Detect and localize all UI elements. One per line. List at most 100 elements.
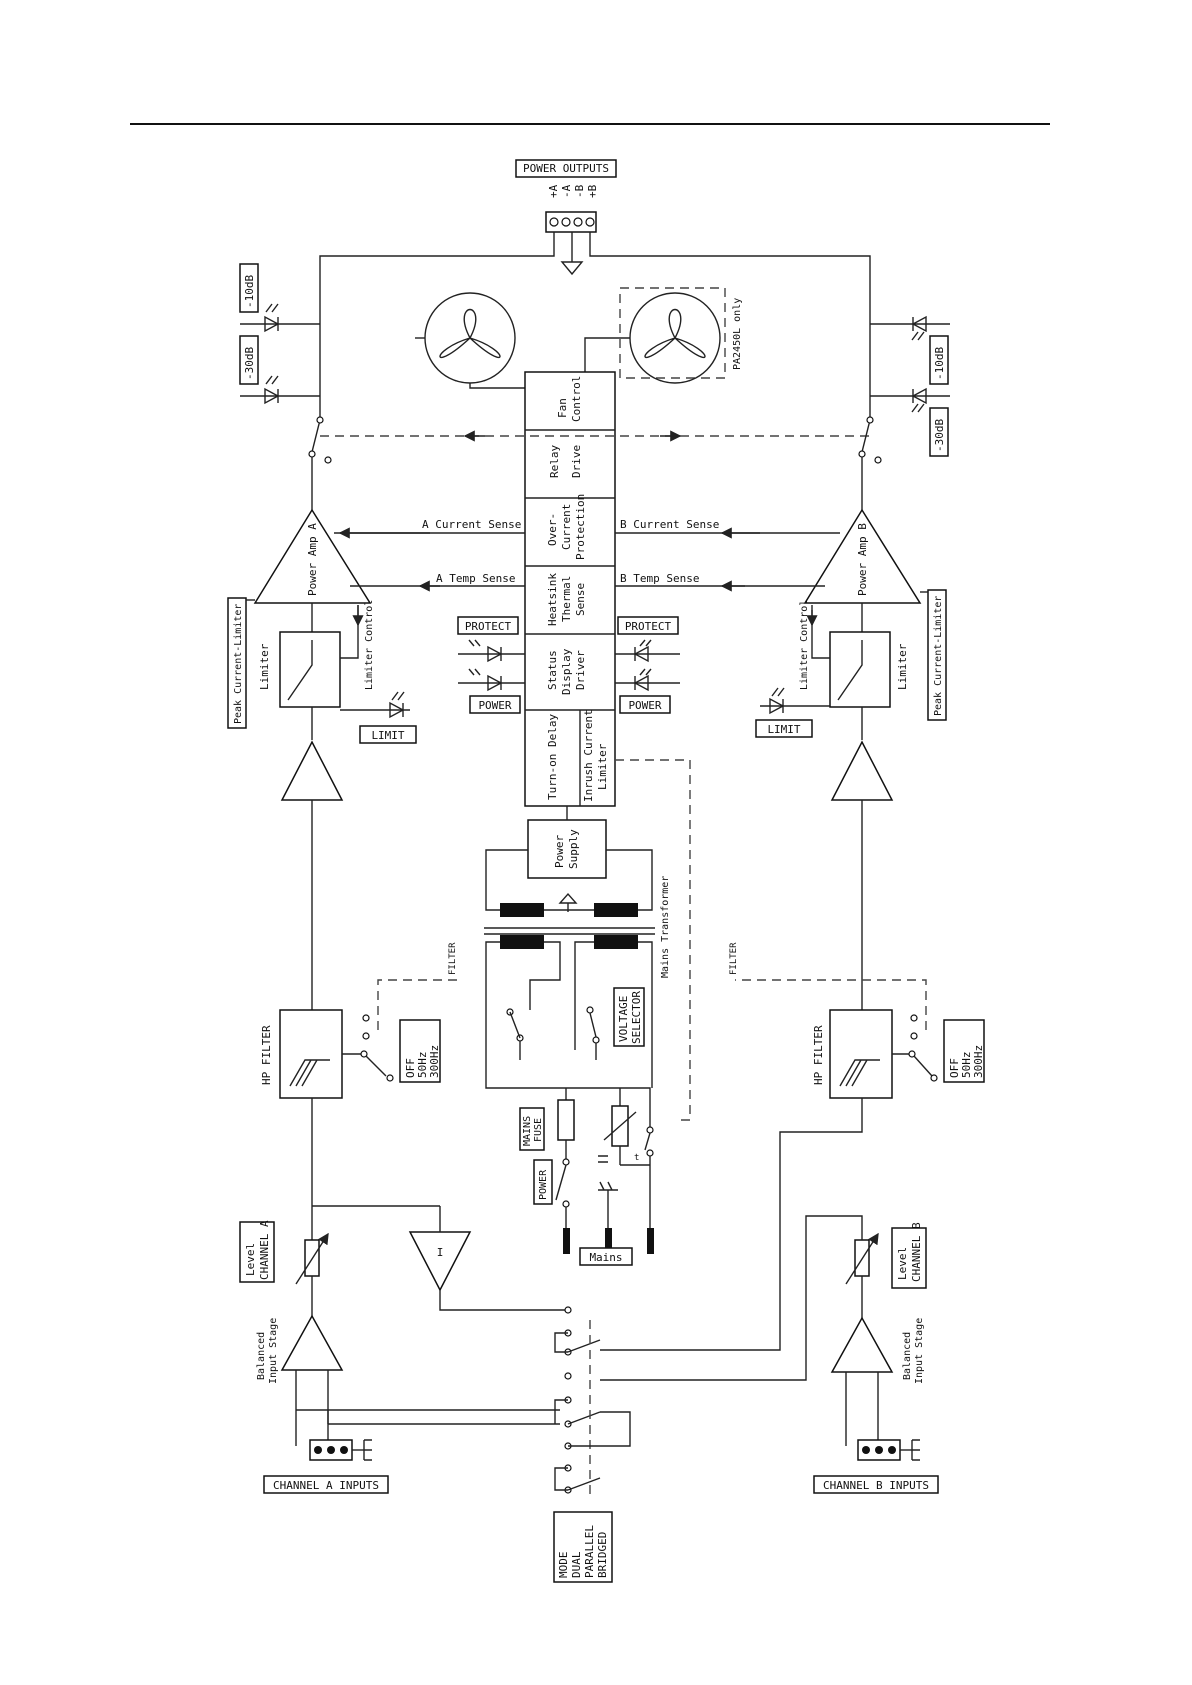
- earth-symbol-icon: [598, 1181, 618, 1206]
- inverter: I: [408, 1206, 565, 1311]
- power-amp-a: Power Amp A A Current Sense A Temp Sense…: [227, 508, 525, 729]
- channel-b-chain: HP FILTER OFF 50Hz 300Hz FILTER Level CH…: [600, 740, 985, 1494]
- filter-b-300hz-label: 300Hz: [972, 1045, 985, 1078]
- power-supply-label-2: Supply: [567, 829, 580, 869]
- filter-a-off-label: OFF: [404, 1058, 417, 1078]
- led-a-30db-icon: [264, 387, 280, 405]
- power-right-led-icon: [633, 674, 649, 692]
- mains-label: Mains: [589, 1251, 622, 1264]
- mains-pin-e: [605, 1228, 612, 1254]
- power-amp-b-label: Power Amp B: [856, 523, 869, 596]
- b-temp-sense-label: B Temp Sense: [620, 572, 699, 585]
- out-minus-b-label: -B: [573, 184, 586, 198]
- channel-a-chain: HP FILTER OFF 50Hz 300Hz FILTER Level CH…: [239, 740, 462, 1494]
- power-left-label: POWER: [478, 699, 511, 712]
- output-relay-a: [308, 416, 332, 512]
- level-b-label-1: Level: [896, 1247, 909, 1280]
- secondary-winding-left: [500, 935, 544, 949]
- channel-b-inputs-label: CHANNEL B INPUTS: [823, 1479, 929, 1492]
- a-current-sense-label: A Current Sense: [422, 518, 521, 531]
- led-meter-a: -10dB -30dB: [239, 263, 320, 405]
- out-plus-a-label: +A: [547, 184, 560, 198]
- limit-a-label: LIMIT: [371, 729, 404, 742]
- limiter-b-label: Limiter: [896, 643, 909, 690]
- channel-b-input-ground-icon: [911, 1439, 920, 1461]
- filter-a-300hz-label: 300Hz: [428, 1045, 441, 1078]
- led-b-10db-label: -10dB: [933, 347, 946, 380]
- channel-a-inputs-label: CHANNEL A INPUTS: [273, 1479, 379, 1492]
- overcurrent-label-1: Over-: [546, 513, 559, 546]
- output-terminal-block: [545, 211, 597, 233]
- mains-input: MAINS FUSE POWER t Mains: [519, 1088, 654, 1266]
- b-current-sense-label: B Current Sense: [620, 518, 719, 531]
- overcurrent-label-2: Current: [560, 504, 573, 550]
- voltage-selector-label-1: VOLTAGE: [617, 996, 630, 1042]
- status-label-3: Driver: [574, 650, 587, 690]
- fan-1-icon: [439, 308, 501, 359]
- balanced-a-label-2: Input Stage: [268, 1318, 279, 1384]
- output-ground-icon: [560, 261, 584, 276]
- power-supply-label-1: Power: [553, 835, 566, 868]
- filter-b-50hz-label: 50Hz: [960, 1052, 973, 1079]
- thermistor-t-label: t: [634, 1153, 639, 1163]
- inverter-label: I: [437, 1246, 444, 1259]
- relay-drive-label-2: Drive: [570, 445, 583, 478]
- power-switch-label: POWER: [538, 1169, 549, 1200]
- limit-a-led-icon: [389, 701, 405, 719]
- inrush-label-2: Limiter: [596, 743, 609, 790]
- led-a-30db-label: -30dB: [243, 347, 256, 380]
- output-relay-b: [858, 416, 882, 512]
- power-amp-a-label: Power Amp A: [306, 523, 319, 596]
- power-supply: Power Supply Mains Transformer: [484, 806, 671, 978]
- secondary-winding-right: [594, 935, 638, 949]
- protect-right-label: PROTECT: [625, 620, 672, 633]
- balanced-b-label-1: Balanced: [902, 1332, 913, 1380]
- mode-label-3: PARALLEL: [583, 1525, 596, 1578]
- fan-control-label-1: Fan: [556, 398, 569, 418]
- status-label-1: Status: [546, 650, 559, 690]
- level-a-label-1: Level: [244, 1243, 257, 1276]
- led-b-10db-icon: [911, 315, 927, 333]
- status-label-2: Display: [560, 648, 573, 695]
- power-outputs-block: POWER OUTPUTS +A -A -B +B: [319, 159, 871, 420]
- limiter-control-a-label: Limiter Control: [364, 600, 375, 690]
- out-minus-a-label: -A: [560, 184, 573, 198]
- channel-a-input-ground-icon: [363, 1439, 372, 1461]
- protect-left-label: PROTECT: [465, 620, 512, 633]
- fan-2-icon: [644, 308, 706, 359]
- inrush-label-1: Inrush Current: [582, 709, 595, 802]
- mode-label-1: MODE: [557, 1552, 570, 1579]
- level-a-label-2: CHANNEL A: [258, 1220, 271, 1280]
- peak-limiter-b-label: Peak Current-Limiter: [933, 596, 944, 716]
- protect-right-led-icon: [633, 645, 649, 663]
- fan-control-label-2: Control: [570, 376, 583, 422]
- voltage-selector-label-2: SELECTOR: [630, 991, 643, 1044]
- mode-label-2: DUAL: [570, 1551, 583, 1578]
- protect-left-led-icon: [487, 645, 503, 663]
- led-meter-b: -10dB -30dB: [870, 315, 950, 457]
- filter-b-dash-label: FILTER: [729, 942, 739, 975]
- power-outputs-label: POWER OUTPUTS: [523, 162, 609, 175]
- led-b-30db-icon: [911, 387, 927, 405]
- filter-a-50hz-label: 50Hz: [416, 1052, 429, 1079]
- control-column: Fan Control Relay Drive Over- Current Pr…: [524, 371, 616, 807]
- overcurrent-label-3: Protection: [574, 494, 587, 560]
- out-plus-b-label: +B: [586, 184, 599, 198]
- power-right-label: POWER: [628, 699, 661, 712]
- led-b-30db-label: -30dB: [933, 419, 946, 452]
- led-a-10db-icon: [264, 315, 280, 333]
- hp-filter-a-label: HP FILTER: [260, 1025, 273, 1085]
- power-left-led-icon: [487, 674, 503, 692]
- primary-winding-left: [500, 903, 544, 917]
- hp-filter-b-label: HP FILTER: [812, 1025, 825, 1085]
- mains-fuse-label-2: FUSE: [533, 1118, 544, 1142]
- balanced-b-label-2: Input Stage: [914, 1318, 925, 1384]
- power-amp-b: Power Amp B B Current Sense B Temp Sense…: [615, 508, 947, 721]
- heatsink-label-3: Sense: [574, 583, 587, 616]
- filter-a-dash-label: FILTER: [448, 942, 458, 975]
- fan-2: PA2450L only: [584, 287, 743, 384]
- led-a-10db-label: -10dB: [243, 275, 256, 308]
- limiter-a: Limiter Limiter Control LIMIT: [258, 600, 417, 744]
- status-leds: PROTECT PROTECT POWER POWER: [457, 616, 680, 714]
